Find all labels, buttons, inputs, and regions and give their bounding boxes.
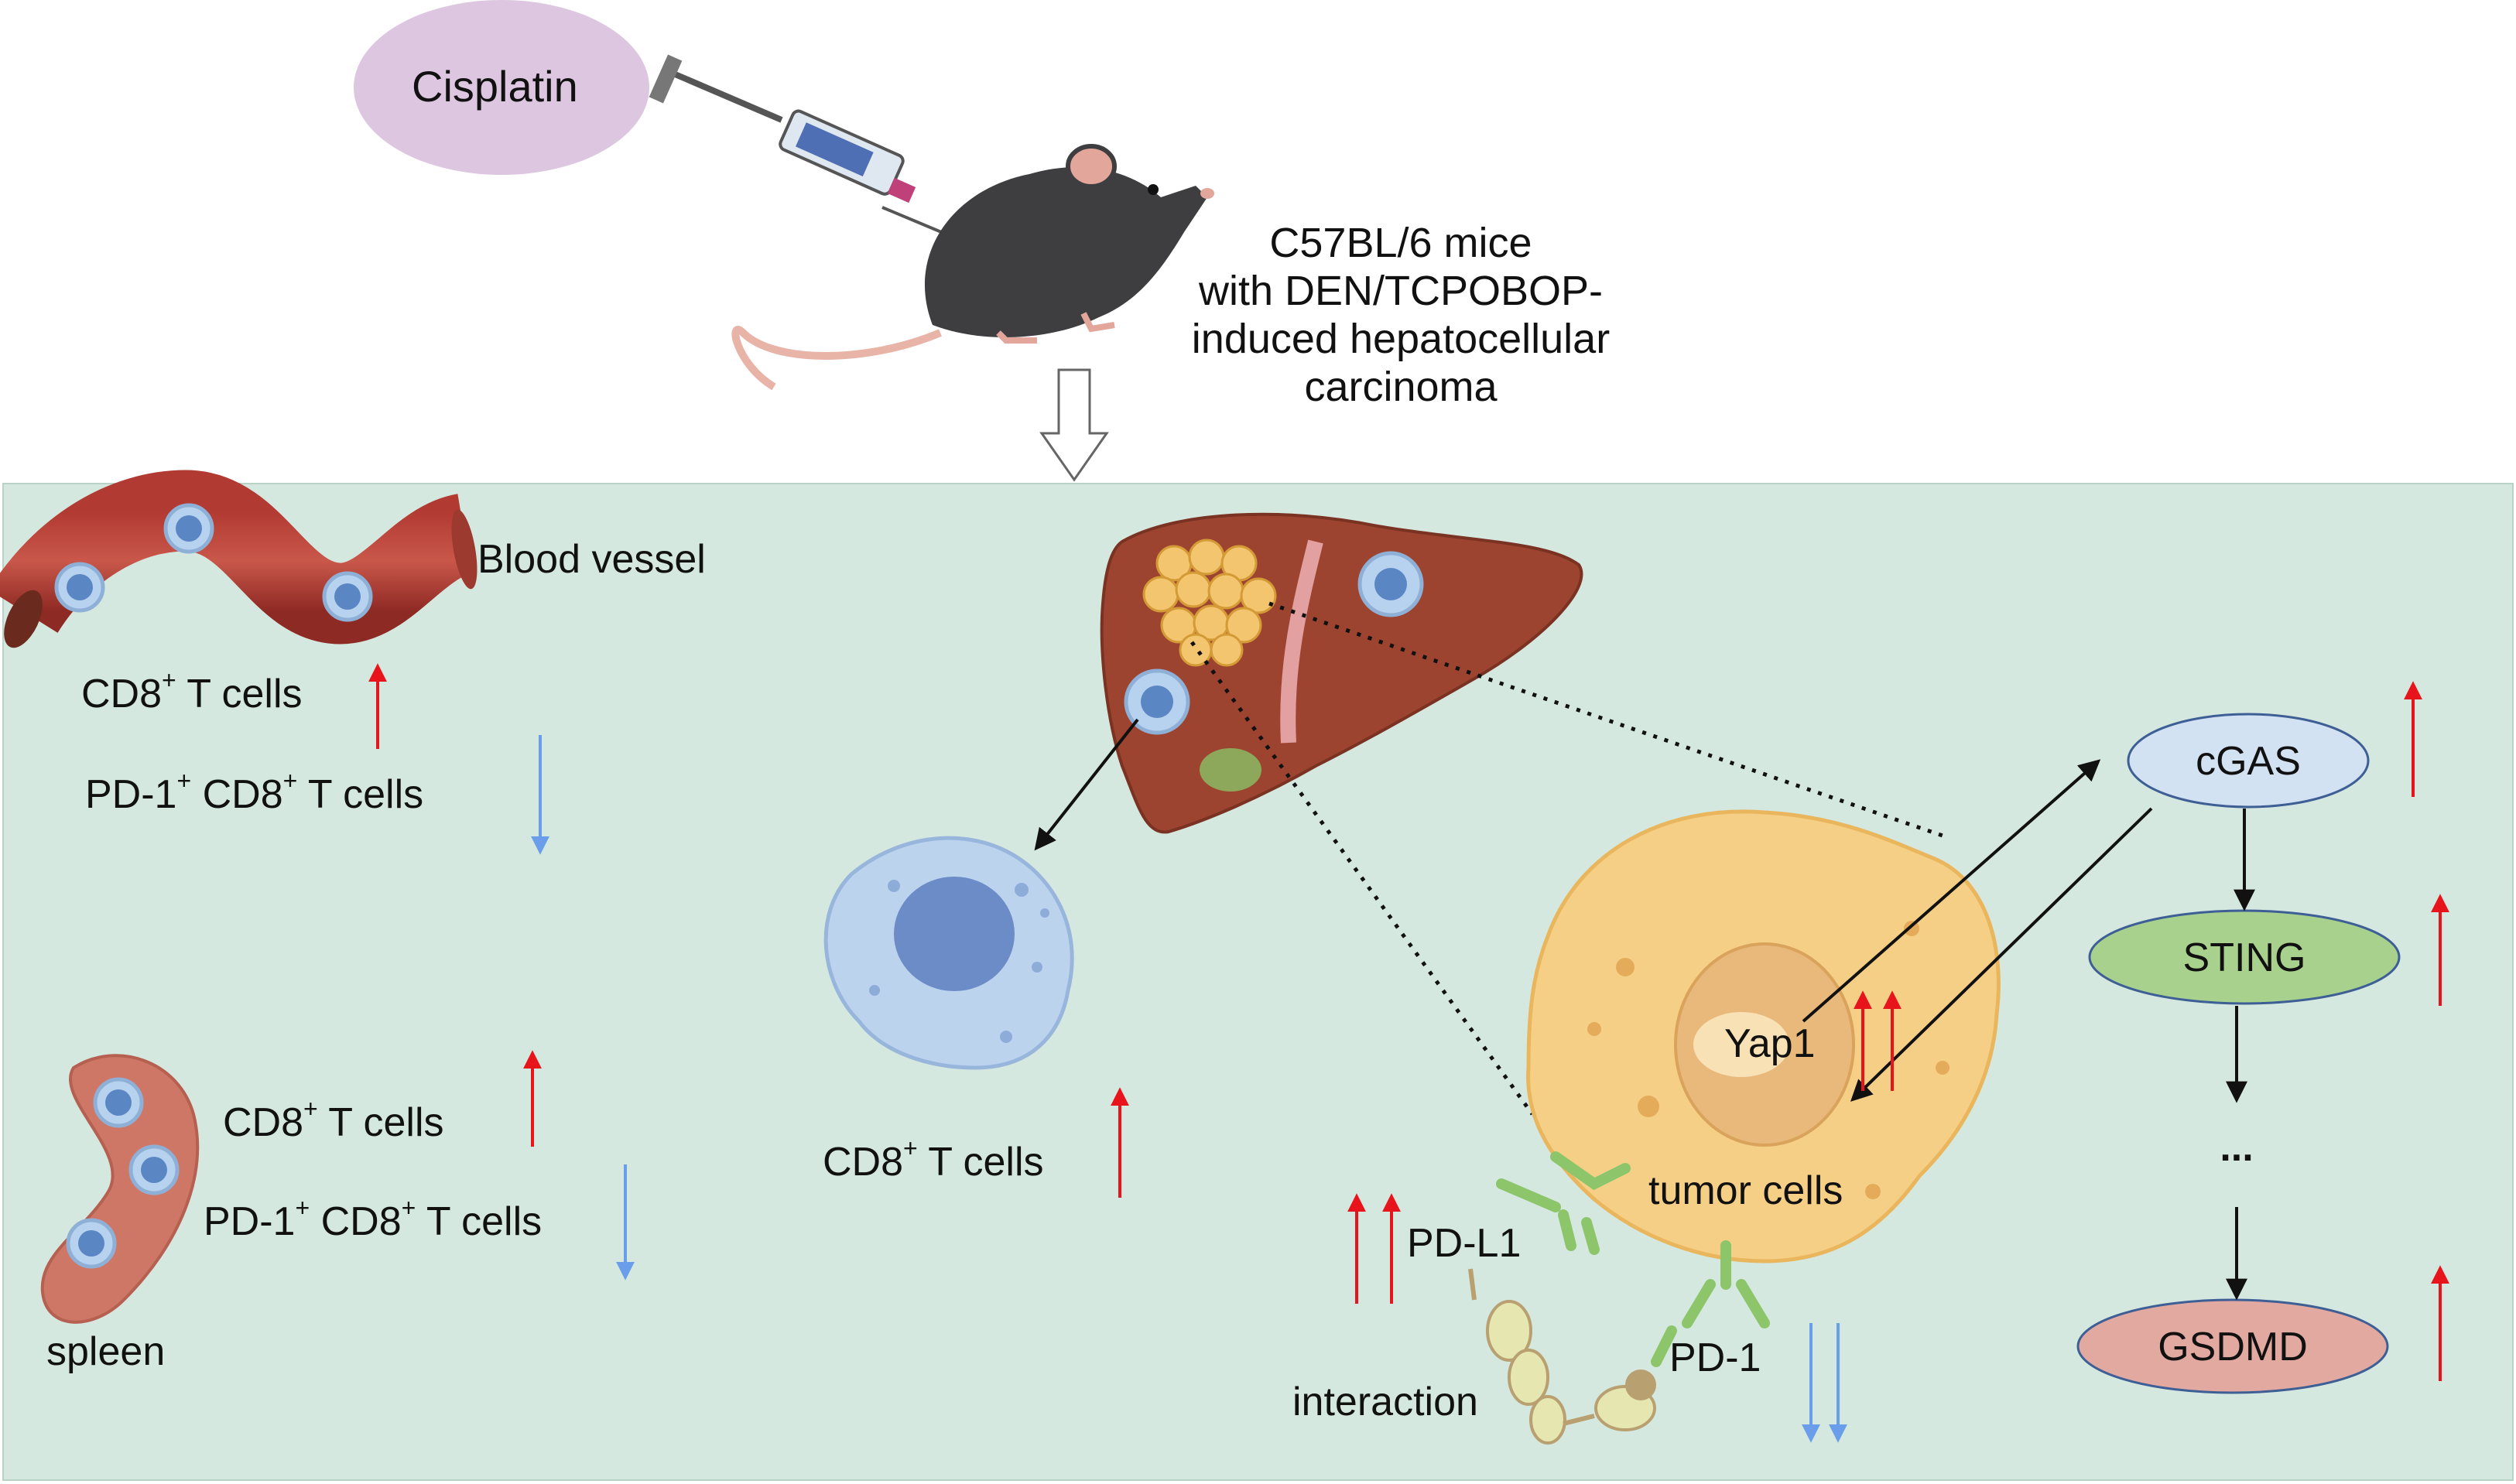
spleen-cd8-suffix: T cells <box>317 1100 444 1145</box>
liver-cd8-sup: + <box>903 1134 918 1162</box>
zoom-line-top <box>1268 601 1943 838</box>
vessel-cd8-suffix: T cells <box>176 672 303 716</box>
cgas-label: cGAS <box>2196 739 2301 784</box>
vessel-pd1-mid: CD8 <box>191 772 283 817</box>
hollow-down-arrow <box>1039 368 1109 482</box>
spleen-pd1-label: PD-1+ CD8+ T cells <box>204 1195 543 1246</box>
liver-cd8-prefix: CD8 <box>823 1140 904 1185</box>
pd-1-receptor-icon <box>1651 1240 1770 1367</box>
vessel-pd1-label: PD-1+ CD8+ T cells <box>85 768 424 819</box>
vessel-t-cell-3 <box>322 571 373 622</box>
spleen-t-cell-1 <box>93 1077 144 1128</box>
vessel-pd1-sup-2: + <box>282 766 298 795</box>
vessel-pd1-suffix: T cells <box>297 772 424 817</box>
blood-vessel-label: Blood vessel <box>478 537 706 582</box>
sting-label: STING <box>2183 935 2306 980</box>
cgas-node <box>2127 713 2370 809</box>
pd-l1-label: PD-L1 <box>1407 1221 1522 1266</box>
mouse-line-2: with DEN/TCPOBOP- <box>1198 268 1604 315</box>
liver-tumor-cluster <box>1142 539 1277 667</box>
tumor-cells-label: tumor cells <box>1648 1168 1843 1213</box>
vessel-cd8-sup: + <box>162 665 176 694</box>
spleen-pd1-sup-2: + <box>401 1193 416 1222</box>
interaction-molecule-icon <box>1468 1268 1656 1445</box>
pd-l1-receptor-icon <box>1496 1151 1631 1255</box>
spleen-label: spleen <box>46 1329 166 1374</box>
vessel-t-cell-1 <box>54 562 105 613</box>
blood-vessel-icon <box>0 470 478 648</box>
mouse-line-1: C57BL/6 mice <box>1269 220 1532 266</box>
spleen-cd8-sup: + <box>303 1094 318 1123</box>
spleen-pd1-sup: + <box>295 1193 310 1222</box>
vessel-cd8-prefix: CD8 <box>81 672 163 716</box>
mouse-line-4: carcinoma <box>1304 364 1498 411</box>
liver-t-cell-1 <box>1357 551 1424 617</box>
liver-t-cell-2 <box>1124 668 1190 735</box>
spleen-cd8-label: CD8+ T cells <box>223 1096 444 1147</box>
liver-to-tcell-arrow <box>1034 718 1139 851</box>
gsdmd-label: GSDMD <box>2158 1325 2308 1369</box>
vessel-pd1-prefix: PD-1 <box>85 772 177 817</box>
tumor-cell <box>1526 809 2001 1263</box>
spleen-pd1-suffix: T cells <box>416 1199 543 1244</box>
cisplatin-ellipse <box>354 0 649 175</box>
syringe-icon <box>649 54 964 243</box>
spleen-t-cell-2 <box>128 1144 180 1195</box>
pd-1-label: PD-1 <box>1669 1335 1761 1380</box>
mouse-icon <box>731 144 1214 391</box>
liver-cd8-label: CD8+ T cells <box>823 1136 1044 1186</box>
spleen-pd1-mid: CD8 <box>310 1199 402 1244</box>
ellipsis-label: ... <box>2220 1125 2253 1170</box>
mouse-line-3: induced hepatocellular <box>1191 316 1611 363</box>
interaction-label: interaction <box>1292 1380 1478 1424</box>
vessel-pd1-sup: + <box>176 766 192 795</box>
spleen-t-cell-3 <box>66 1218 117 1269</box>
vessel-cd8-label: CD8+ T cells <box>81 668 303 718</box>
yap1-label: Yap1 <box>1724 1021 1816 1066</box>
cgas-to-yap1-arrow <box>1850 807 2153 1102</box>
yap1-to-cgas-arrow <box>1802 759 2101 1023</box>
mouse-description: C57BL/6 mice with DEN/TCPOBOP- induced h… <box>1161 219 1641 411</box>
cisplatin-label: Cisplatin <box>412 62 578 111</box>
zoom-line-bottom <box>1190 641 1535 1116</box>
spleen-cd8-prefix: CD8 <box>223 1100 304 1145</box>
spleen-pd1-prefix: PD-1 <box>204 1199 296 1244</box>
large-cd8-t-cell <box>823 836 1074 1070</box>
liver-cd8-suffix: T cells <box>917 1140 1044 1185</box>
vessel-t-cell-2 <box>163 503 214 554</box>
